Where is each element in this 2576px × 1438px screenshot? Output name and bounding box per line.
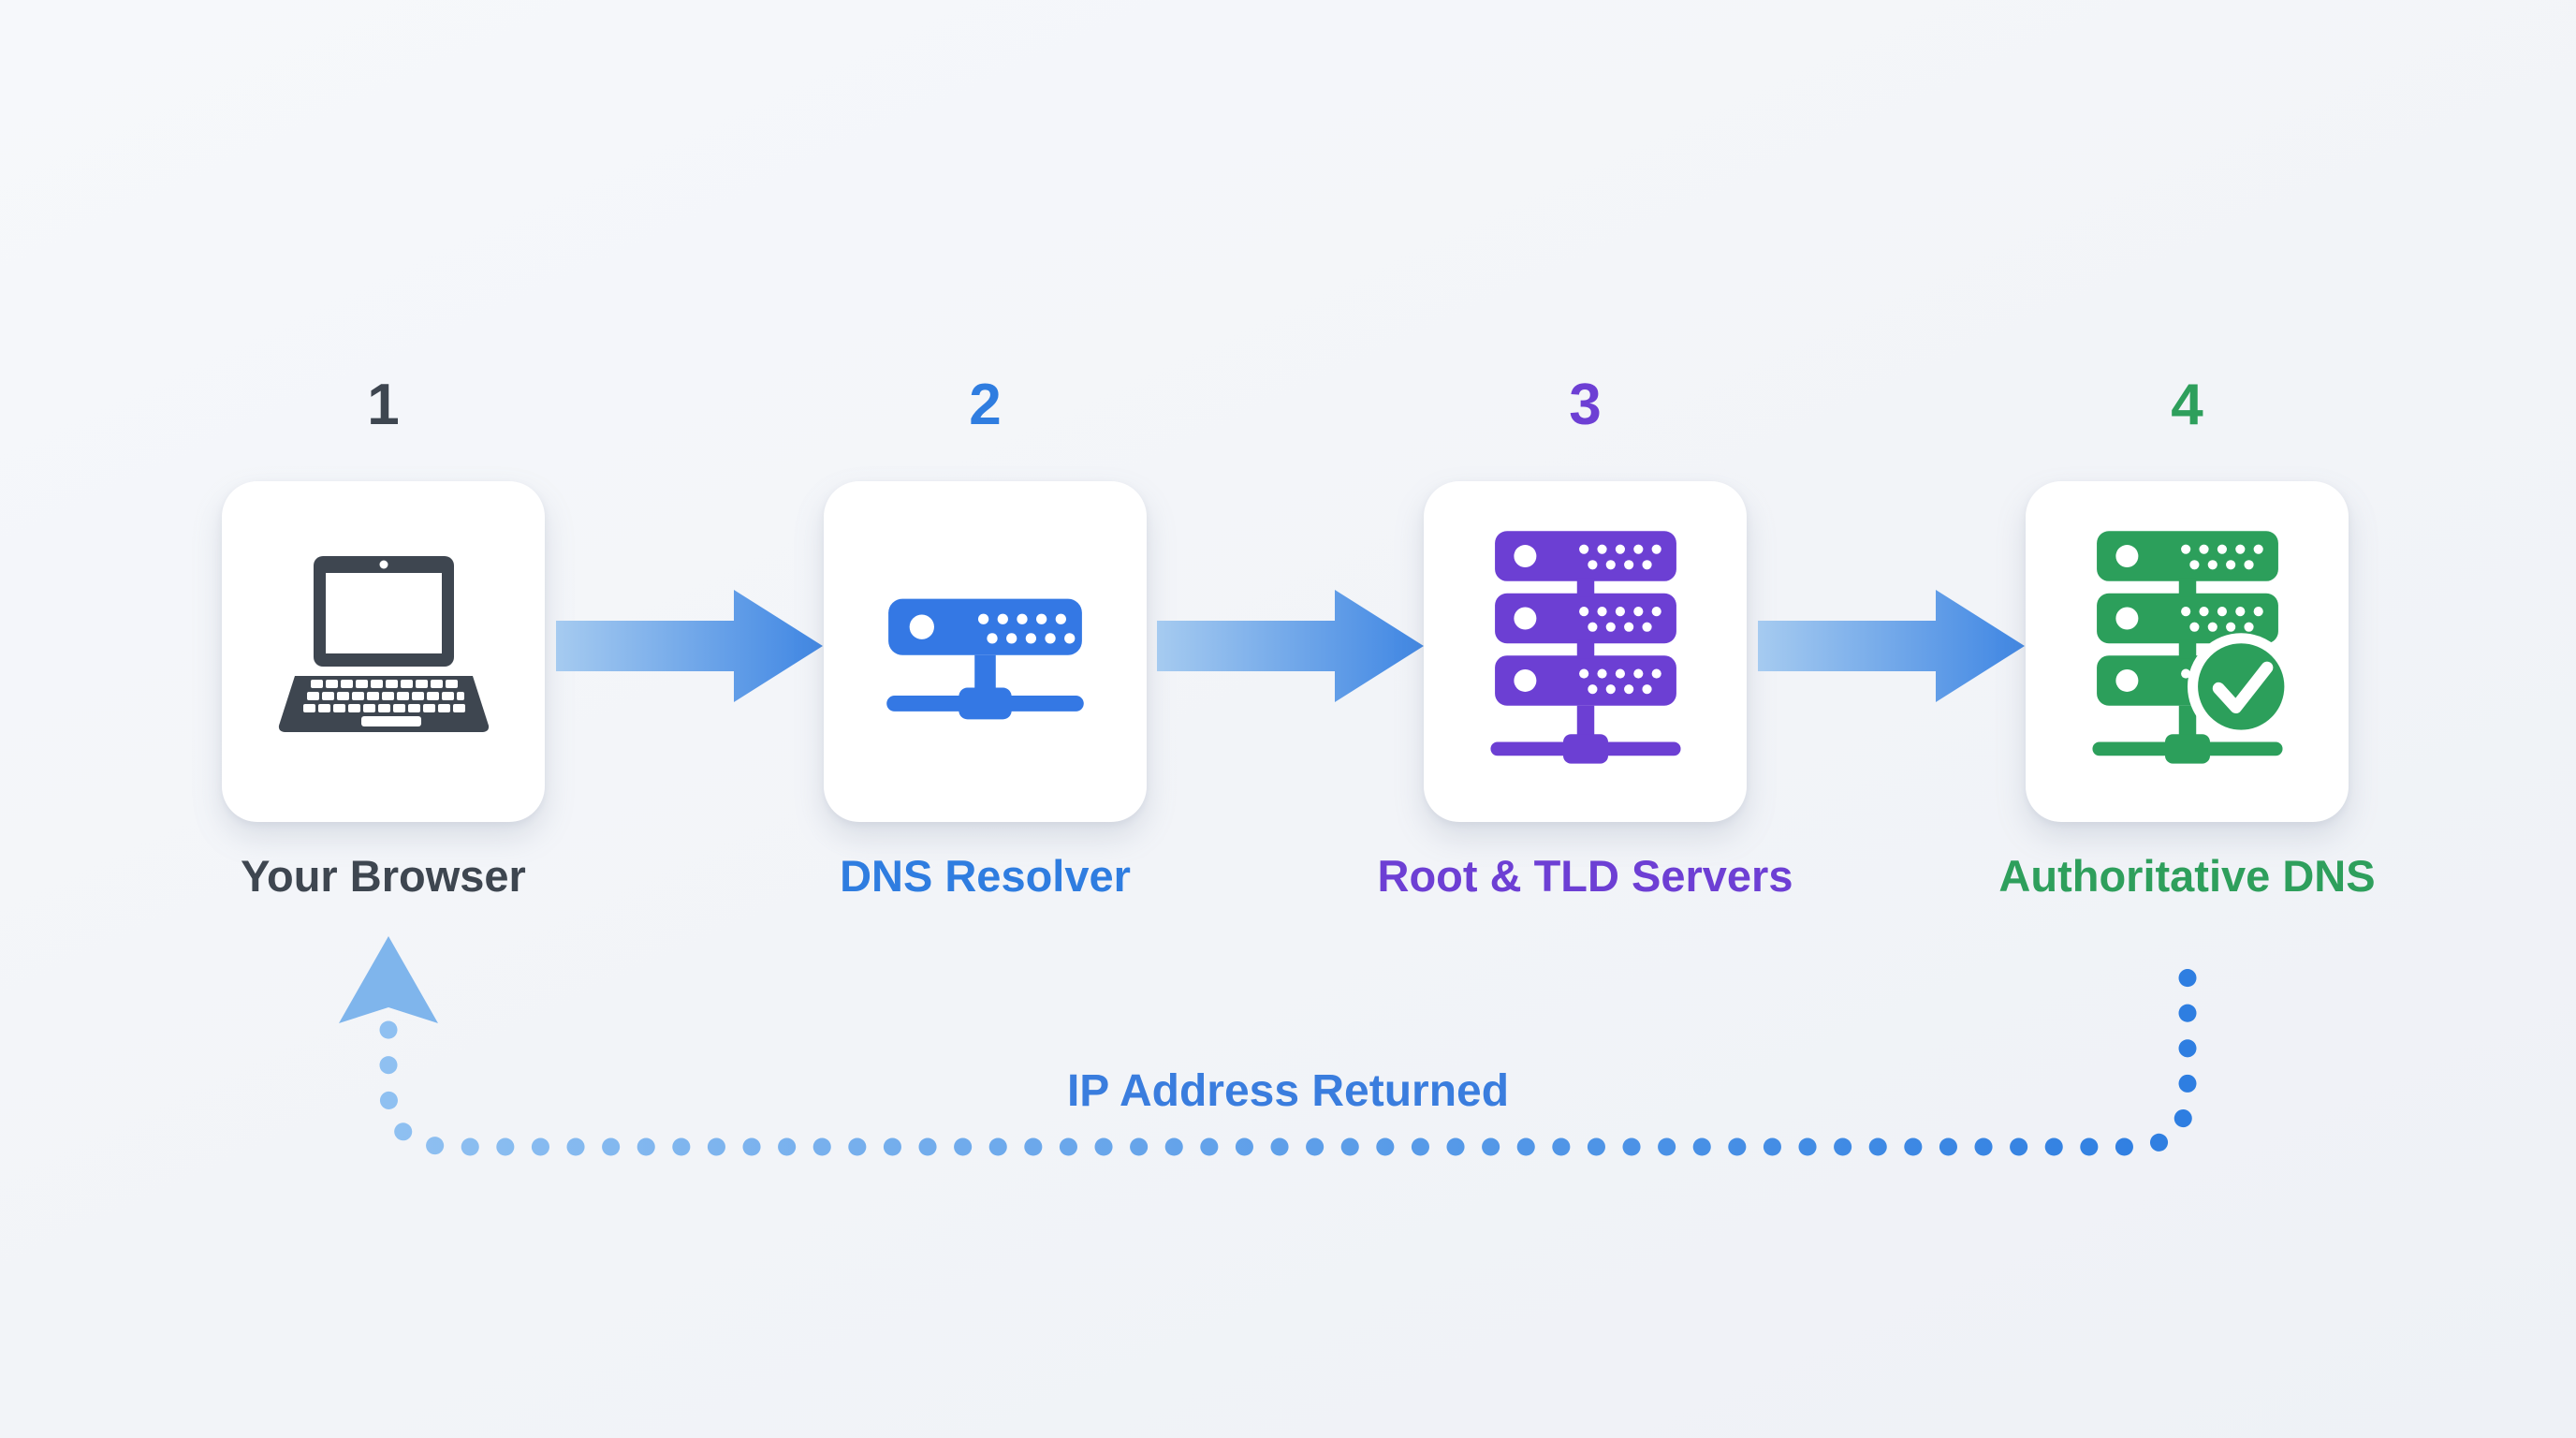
dns-server-icon [886,598,1084,720]
step-your-browser: 1 Your Browser [222,376,545,976]
laptop-icon [278,556,489,732]
step-number: 1 [367,373,400,437]
server-stack-icon [1489,530,1681,764]
step-authoritative-dns: 4 [1998,373,2375,976]
check-badge-icon [2187,632,2294,741]
step-card [2026,481,2349,822]
step-number: 4 [2171,373,2203,437]
step-card [222,481,545,822]
step-label: Your Browser [241,851,526,901]
return-path-label: IP Address Returned [1066,1066,1510,1116]
server-stack-check-icon [2091,530,2294,764]
step-number: 2 [969,373,1002,437]
step-label: DNS Resolver [840,851,1131,901]
step-card [1424,481,1747,822]
step-card [824,481,1147,822]
flow-arrow-icon [1758,590,2025,702]
flow-arrow-icon [556,590,823,702]
flow-arrow-icon [1157,590,1424,702]
step-label: Authoritative DNS [1998,851,2376,901]
step-number: 3 [1569,373,1602,437]
step-dns-resolver: 2 DNS Resolver [824,376,1147,976]
step-root-tld-servers: 3 [1378,373,1793,976]
step-label: Root & TLD Servers [1377,851,1793,901]
